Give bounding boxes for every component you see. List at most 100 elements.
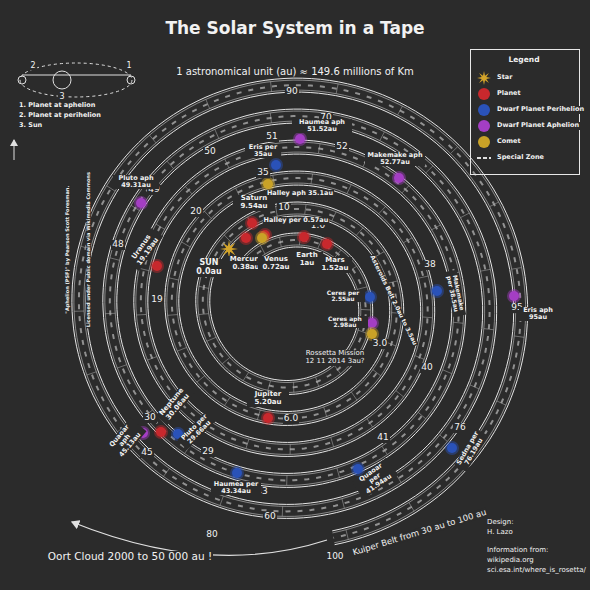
- tape-tick: [222, 357, 230, 363]
- tape-tick: [324, 407, 327, 417]
- body-dot: [232, 468, 242, 478]
- annotation: SUN 0.0au: [193, 259, 225, 276]
- annotation: Pluto aph 49.31au: [113, 175, 159, 189]
- body-glow: [507, 289, 521, 303]
- scale-mark: 29: [201, 447, 214, 457]
- tape-tick: [484, 329, 494, 330]
- tape-tick: [331, 437, 334, 447]
- tape-tick: [311, 174, 313, 184]
- scale-mark: 20: [189, 207, 202, 217]
- scale-mark: 30: [143, 413, 156, 423]
- tape-tick: [74, 311, 84, 312]
- tape-tick: [382, 446, 387, 454]
- tape-tick: [361, 309, 371, 310]
- legend-swatch: [478, 136, 490, 148]
- legend-swatch: [478, 104, 490, 116]
- scale-mark: 19: [150, 295, 163, 305]
- annotation: 3. Sun: [18, 122, 43, 129]
- scale-mark: 3: [58, 93, 65, 102]
- annotation: Ceres per 2.55au: [321, 290, 365, 303]
- scale-mark: 40: [420, 363, 433, 373]
- tape-tick: [246, 439, 249, 449]
- tape-tick: [388, 281, 398, 283]
- tape-tick: [207, 337, 216, 341]
- body-dot: [447, 443, 457, 453]
- body-glow: [258, 228, 272, 242]
- title: The Solar System in a Tape: [164, 19, 425, 37]
- body-dot: [295, 134, 305, 144]
- tape-tick: [117, 365, 126, 368]
- scale-mark: 48: [111, 240, 124, 250]
- legend-line: [477, 157, 491, 159]
- tape-tick: [197, 376, 205, 382]
- tape-tick: [396, 391, 404, 397]
- annotation: Oort Cloud 2000 to 50 000 au !: [47, 551, 213, 562]
- scale-mark: 45: [140, 448, 153, 458]
- tape-tick: [220, 496, 223, 505]
- tape-tick: [423, 316, 433, 318]
- tape-tick: [415, 356, 424, 360]
- tape-tick: [440, 435, 448, 442]
- scale-mark: 76: [453, 423, 466, 433]
- tape-tick: [282, 506, 283, 516]
- tape-tick: [177, 347, 186, 351]
- body-dot: [322, 239, 332, 249]
- tape-tick: [443, 370, 452, 374]
- scale-mark: 6.0: [283, 414, 299, 424]
- tape-tick: [224, 235, 231, 242]
- annotation: Design:: [486, 519, 515, 527]
- tape-tick: [105, 313, 115, 314]
- annotation: Eris per 35au: [245, 144, 281, 158]
- scale-mark: 80: [205, 530, 218, 540]
- tape-tick: [490, 202, 499, 206]
- body-dot: [152, 261, 162, 271]
- tape-tick: [224, 397, 230, 405]
- annotation: 1 astronomical unit (au) ≈ 149.6 million…: [175, 67, 415, 78]
- tape-tick: [318, 144, 320, 154]
- tape-tick: [156, 224, 165, 229]
- tape-tick: [379, 206, 386, 213]
- tape-tick: [167, 161, 174, 169]
- tape-tick: [342, 499, 345, 509]
- tape-tick: [305, 204, 306, 214]
- body-dot: [432, 286, 442, 296]
- tape-edge: [74, 80, 526, 543]
- scale-mark: 51: [265, 132, 278, 142]
- tape-tick: [337, 468, 340, 478]
- legend-text: Dwarf Planet Aphelion: [496, 122, 580, 129]
- annotation: Licensed under Public domain via Wikimed…: [86, 171, 91, 328]
- annotation: Halley aph 35.1au: [266, 190, 334, 197]
- scale-mark: 1: [125, 62, 132, 71]
- tape-tick: [316, 377, 319, 386]
- body-glow: [230, 466, 244, 480]
- tape-tick: [460, 213, 469, 218]
- scale-mark: 60: [263, 512, 276, 522]
- legend-text: Comet: [496, 138, 522, 145]
- annotation: Kuiper Belt from 30 au to 100 au: [351, 508, 489, 558]
- body-dot: [271, 160, 281, 170]
- tape-edge: [72, 78, 528, 545]
- tape-tick: [481, 269, 491, 271]
- scale-mark: 52: [335, 142, 348, 152]
- annotation: 1. Planet at aphelion: [18, 102, 96, 109]
- scale-mark: 100: [325, 552, 344, 562]
- body-glow: [297, 230, 311, 244]
- body-glow: [445, 441, 459, 455]
- tape-tick: [260, 245, 265, 254]
- tape-tick: [356, 228, 363, 235]
- scale-mark: 35: [256, 168, 269, 178]
- tape-tick: [168, 314, 178, 316]
- annotation: Haumea per 43.34au: [211, 481, 261, 495]
- annotation: Mars 1.52au: [318, 257, 352, 272]
- tape-tick: [280, 237, 282, 247]
- tape-tick: [373, 370, 381, 376]
- body-dot: [241, 233, 251, 243]
- tape-tick: [136, 314, 146, 316]
- tape-tick: [199, 313, 209, 315]
- tape-tick: [169, 278, 179, 280]
- body-dot: [263, 413, 273, 423]
- annotation: Saturn 9.54au: [233, 195, 275, 210]
- annotation: Halley per 0.57au: [263, 217, 330, 224]
- tape-tick: [512, 268, 522, 270]
- legend-text: Star: [496, 74, 513, 81]
